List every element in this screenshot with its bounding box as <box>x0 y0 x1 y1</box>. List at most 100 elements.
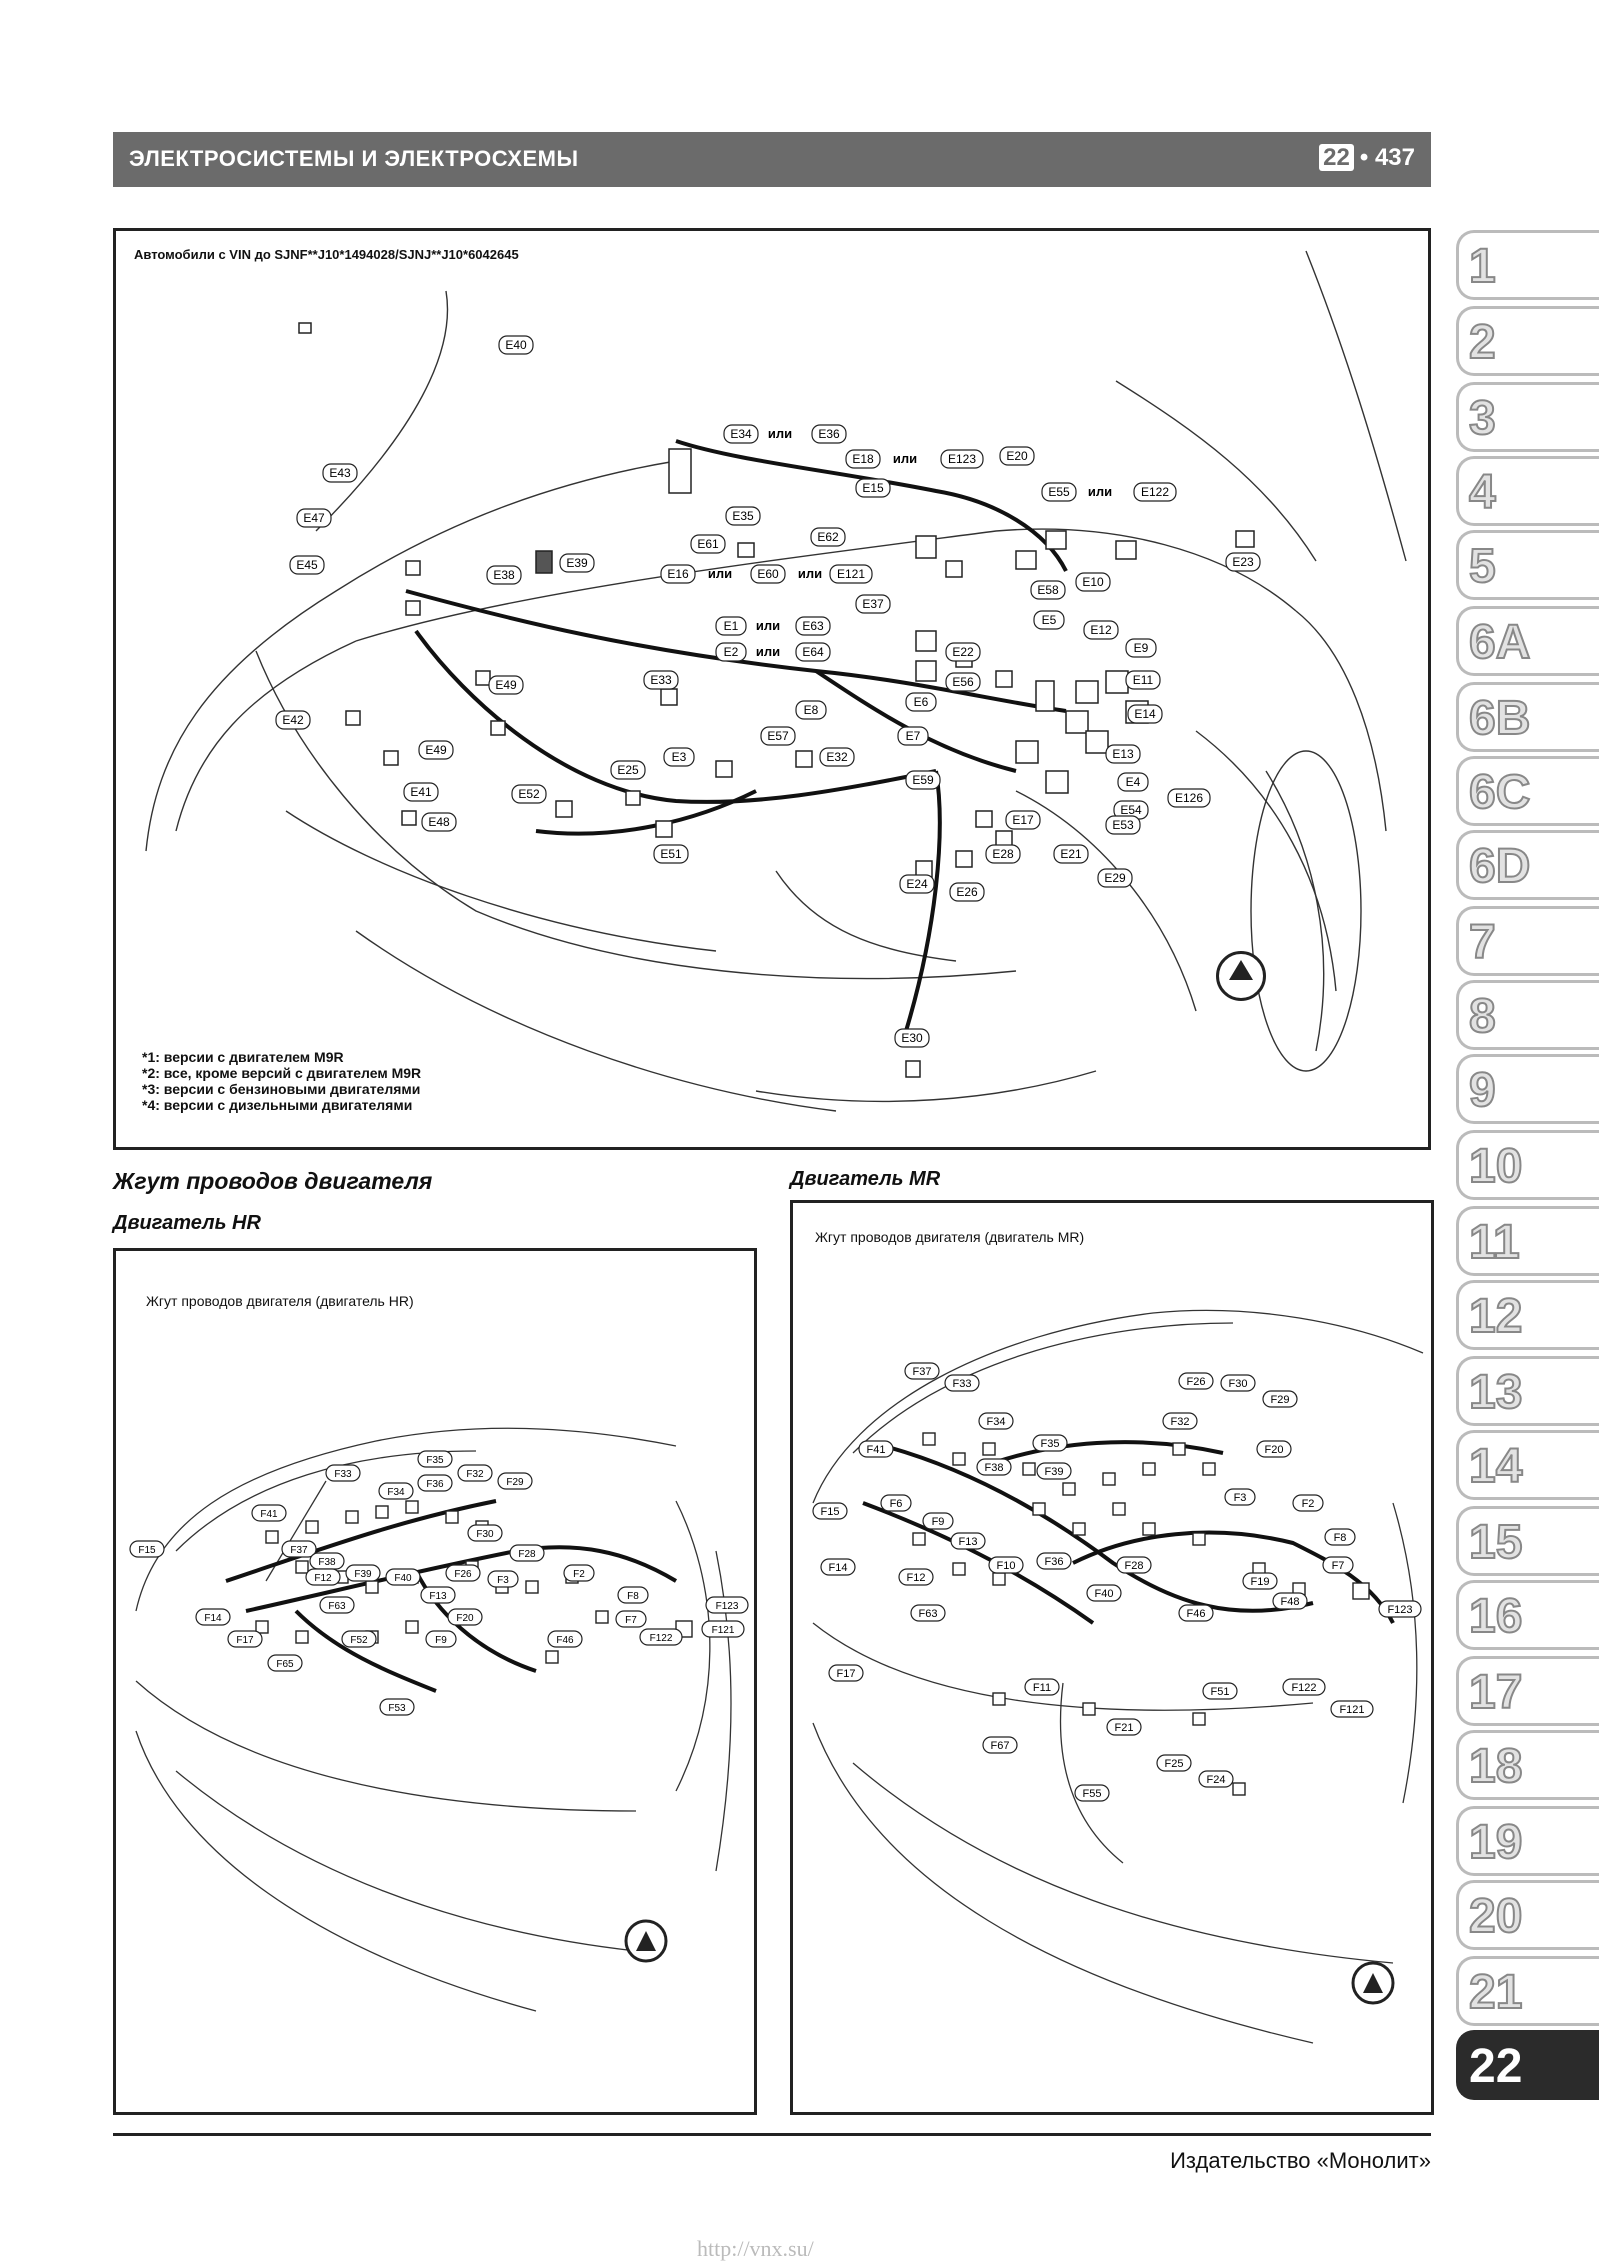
svg-text:E64: E64 <box>802 645 824 659</box>
chapter-tab[interactable]: 4 <box>1456 456 1599 526</box>
svg-text:F33: F33 <box>334 1469 352 1480</box>
chapter-tab[interactable]: 2 <box>1456 306 1599 376</box>
svg-text:E14: E14 <box>1134 707 1156 721</box>
svg-text:E51: E51 <box>660 847 682 861</box>
chapter-tab[interactable]: 6A <box>1456 606 1599 676</box>
svg-text:F20: F20 <box>456 1613 474 1624</box>
svg-text:E59: E59 <box>912 773 934 787</box>
connector-label: E15 <box>855 478 891 498</box>
svg-text:E47: E47 <box>303 511 325 525</box>
connector-label: F19 <box>1242 1572 1278 1590</box>
chapter-tab[interactable]: 20 <box>1456 1880 1599 1950</box>
connector-label: F32 <box>457 1464 493 1482</box>
footnote: *1: версии с двигателем M9R <box>142 1049 344 1065</box>
chapter-tab[interactable]: 3 <box>1456 382 1599 452</box>
connector-label: E47 <box>296 508 332 528</box>
chapter-tab[interactable]: 21 <box>1456 1956 1599 2026</box>
connector-label: E60 <box>750 564 786 584</box>
connector-label: F26 <box>1178 1372 1214 1390</box>
chapter-tab[interactable]: 14 <box>1456 1430 1599 1500</box>
svg-text:F35: F35 <box>426 1455 444 1466</box>
connector-label: F29 <box>497 1472 533 1490</box>
chapter-tab[interactable]: 6C <box>1456 756 1599 826</box>
connector-label: E10 <box>1075 572 1111 592</box>
chapter-tab[interactable]: 6B <box>1456 682 1599 752</box>
svg-text:F24: F24 <box>1207 1774 1226 1786</box>
svg-text:E7: E7 <box>906 729 921 743</box>
chapter-tab[interactable]: 16 <box>1456 1580 1599 1650</box>
section-title: Жгут проводов двигателя <box>113 1168 433 1194</box>
connector-label: F14 <box>820 1558 856 1576</box>
svg-text:F121: F121 <box>712 1625 735 1636</box>
svg-text:F13: F13 <box>429 1591 447 1602</box>
connector-label: E40 <box>498 335 534 355</box>
svg-text:E5: E5 <box>1042 613 1057 627</box>
connector-label: F13 <box>950 1532 986 1550</box>
svg-text:F35: F35 <box>1041 1438 1060 1450</box>
source-url[interactable]: http://vnx.su/ <box>697 2236 814 2261</box>
connector-label: F123 <box>705 1596 749 1614</box>
chapter-tab[interactable]: 6D <box>1456 830 1599 900</box>
svg-text:E3: E3 <box>672 750 687 764</box>
connector-label: F8 <box>1324 1528 1356 1546</box>
svg-text:E39: E39 <box>566 556 588 570</box>
chapter-tab[interactable]: 18 <box>1456 1730 1599 1800</box>
chapter-tab[interactable]: 19 <box>1456 1806 1599 1876</box>
svg-text:E4: E4 <box>1126 775 1141 789</box>
svg-text:F41: F41 <box>867 1444 886 1456</box>
top-figure-caption: Автомобили с VIN до SJNF**J10*1494028/SJ… <box>134 247 519 262</box>
connector-label: E35 <box>725 506 761 526</box>
chapter-tab[interactable]: 15 <box>1456 1506 1599 1576</box>
connector-label: F35 <box>417 1450 453 1468</box>
svg-text:F7: F7 <box>625 1615 637 1626</box>
svg-text:F28: F28 <box>518 1549 536 1560</box>
chapter-tab[interactable]: 17 <box>1456 1656 1599 1726</box>
connector-label: F30 <box>1220 1374 1256 1392</box>
connector-label: или <box>798 566 822 581</box>
publisher-logo <box>1216 951 1266 1001</box>
connector-label: E54 <box>1113 800 1149 820</box>
chapter-tab-active[interactable]: 22 <box>1456 2030 1599 2100</box>
connector-label: F20 <box>1256 1440 1292 1458</box>
chapter-tab[interactable]: 9 <box>1456 1054 1599 1124</box>
connector-label: F6 <box>880 1494 912 1512</box>
connector-label: F38 <box>309 1552 345 1570</box>
connector-label: F34 <box>378 1482 414 1500</box>
svg-text:E20: E20 <box>1006 449 1028 463</box>
chapter-tab[interactable]: 8 <box>1456 980 1599 1050</box>
chapter-tab[interactable]: 12 <box>1456 1280 1599 1350</box>
chapter-tab[interactable]: 1 <box>1456 230 1599 300</box>
svg-text:F19: F19 <box>1251 1576 1270 1588</box>
connector-label: F37 <box>281 1540 317 1558</box>
connector-label: E64 <box>795 642 831 662</box>
svg-text:F30: F30 <box>476 1529 494 1540</box>
connector-label: или <box>708 566 732 581</box>
connector-label: F9 <box>922 1512 954 1530</box>
svg-text:F36: F36 <box>426 1479 444 1490</box>
connector-label: F14 <box>195 1608 231 1626</box>
svg-text:E40: E40 <box>505 338 527 352</box>
chapter-tab[interactable]: 5 <box>1456 530 1599 600</box>
svg-text:E123: E123 <box>948 452 976 466</box>
chapter-tab[interactable]: 10 <box>1456 1130 1599 1200</box>
svg-text:E15: E15 <box>862 481 884 495</box>
mr-figure: Жгут проводов двигателя (двигатель MR) <box>790 1200 1434 2115</box>
svg-text:F25: F25 <box>1165 1758 1184 1770</box>
connector-label: F17 <box>828 1664 864 1682</box>
connector-label: F122 <box>639 1628 683 1646</box>
mr-caption: Жгут проводов двигателя (двигатель MR) <box>815 1229 1085 1245</box>
chapter-tab[interactable]: 7 <box>1456 906 1599 976</box>
svg-text:F39: F39 <box>354 1569 372 1580</box>
connector-label: F15 <box>129 1540 165 1558</box>
connector-label: F48 <box>1272 1592 1308 1610</box>
chapter-tab[interactable]: 13 <box>1456 1356 1599 1426</box>
svg-text:F26: F26 <box>454 1569 472 1580</box>
chapter-number: 22 <box>1319 144 1354 171</box>
connector-label: F53 <box>379 1698 415 1716</box>
svg-text:F52: F52 <box>350 1635 368 1646</box>
svg-text:E36: E36 <box>818 427 840 441</box>
connector-label: F26 <box>445 1564 481 1582</box>
chapter-tab[interactable]: 11 <box>1456 1206 1599 1276</box>
